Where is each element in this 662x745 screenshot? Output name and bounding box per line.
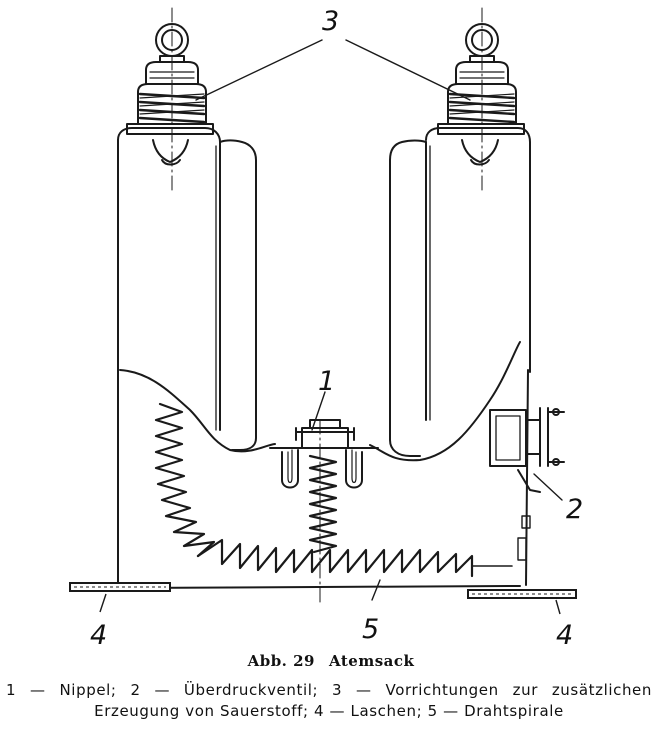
wire-spiral <box>154 402 513 601</box>
figure-caption-title: Abb. 29 Atemsack <box>0 652 662 670</box>
nipple-assembly <box>269 391 379 489</box>
figure-number: Abb. 29 <box>247 652 315 670</box>
atemsack-drawing: 3 1 2 4 4 5 <box>69 6 583 650</box>
left-oxygen-canister <box>117 127 257 451</box>
label-2: 2 <box>566 494 583 525</box>
label-3: 3 <box>322 6 339 37</box>
leader-lines-3 <box>195 39 471 101</box>
figure-legend: 1 — Nippel; 2 — Überdruckventil; 3 — Vor… <box>6 681 652 720</box>
right-regenerator-cap <box>437 23 525 135</box>
right-oxygen-canister <box>389 127 531 457</box>
left-regenerator-cap <box>126 23 214 135</box>
figure-title: Atemsack <box>329 652 415 670</box>
vertical-spring <box>308 454 338 554</box>
label-1: 1 <box>318 366 335 397</box>
label-4-left: 4 <box>90 620 107 650</box>
straps <box>69 582 577 615</box>
label-5: 5 <box>362 614 379 645</box>
relief-valve <box>489 407 565 561</box>
centre-lines <box>171 7 483 607</box>
label-4-right: 4 <box>556 620 573 650</box>
